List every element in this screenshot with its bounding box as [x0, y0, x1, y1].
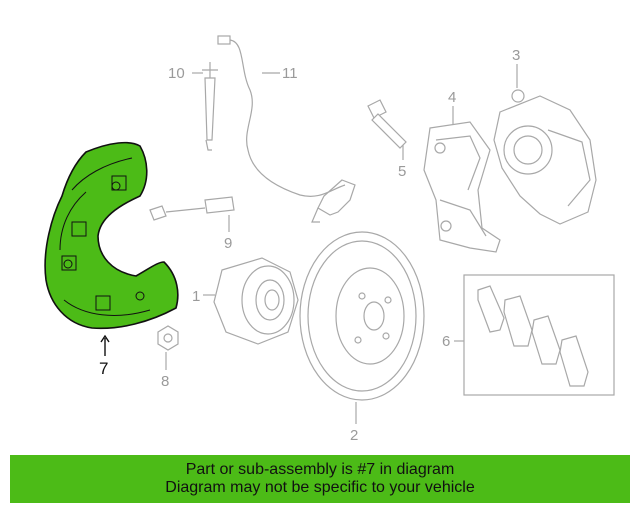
part-10-drawing: [202, 62, 218, 151]
callout-4[interactable]: 4: [448, 89, 456, 106]
callout-10[interactable]: 10: [168, 65, 185, 82]
part-1-drawing: [213, 257, 299, 345]
part-3-drawing: [493, 89, 597, 225]
banner-line-2: Diagram may not be specific to your vehi…: [165, 479, 475, 496]
callout-6[interactable]: 6: [442, 333, 450, 350]
info-banner: Part or sub-assembly is #7 in diagram Di…: [10, 455, 630, 503]
part-5-drawing: [367, 99, 407, 149]
callout-11[interactable]: 11: [282, 65, 298, 82]
callout-5[interactable]: 5: [398, 163, 406, 180]
callout-8[interactable]: 8: [161, 373, 169, 390]
banner-line-1: Part or sub-assembly is #7 in diagram: [185, 461, 455, 478]
exploded-parts-diagram: 10 11 9 5: [44, 35, 615, 444]
callout-2[interactable]: 2: [350, 427, 358, 444]
callout-1[interactable]: 1: [192, 288, 200, 305]
part-2-drawing: [299, 231, 425, 401]
part-4-drawing: [423, 121, 501, 253]
callout-3[interactable]: 3: [512, 47, 520, 64]
callout-9[interactable]: 9: [224, 235, 232, 252]
part-8-drawing: [157, 325, 179, 351]
part-6-drawing: [463, 274, 615, 396]
leader-7: [100, 334, 110, 356]
part-11-drawing: [217, 35, 356, 223]
part-9-drawing: [149, 196, 235, 221]
part-7-splash-shield[interactable]: [44, 141, 179, 330]
callout-7[interactable]: 7: [99, 359, 108, 378]
